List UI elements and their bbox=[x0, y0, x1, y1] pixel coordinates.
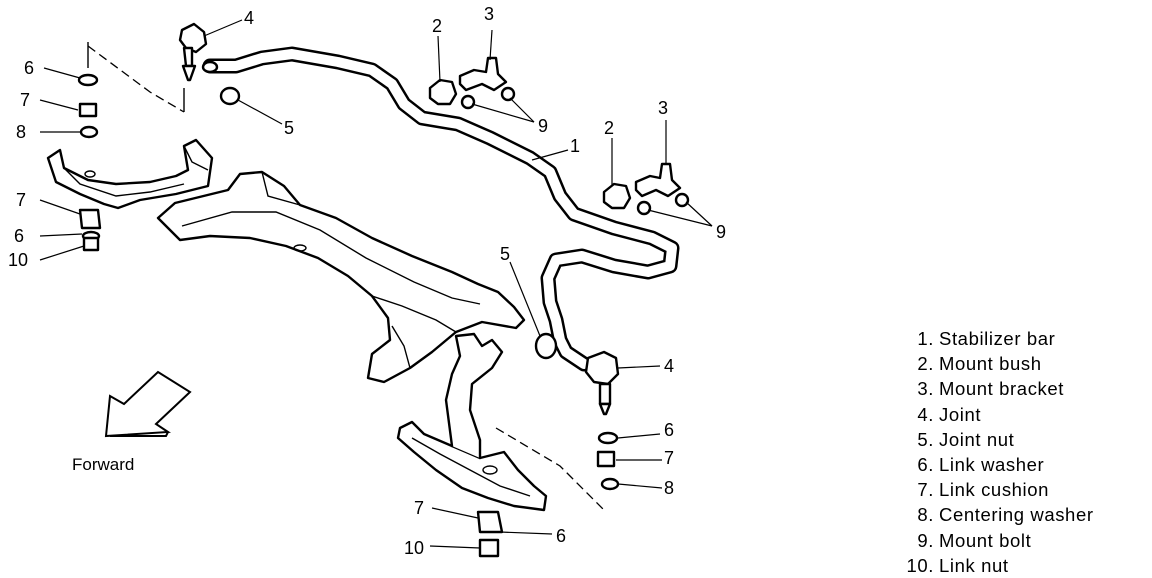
legend-label: Mount bush bbox=[939, 353, 1042, 375]
legend-label: Stabilizer bar bbox=[939, 328, 1056, 349]
callout-8: 8 bbox=[16, 122, 26, 142]
mount-bracket-left bbox=[458, 56, 516, 110]
legend-number: 9. bbox=[917, 529, 934, 551]
legend-item: 1.Stabilizer bar bbox=[898, 326, 1094, 351]
legend-label: Mount bolt bbox=[939, 529, 1032, 551]
legend-number: 4. bbox=[917, 403, 934, 425]
callout-6: 6 bbox=[556, 526, 566, 546]
callout-7: 7 bbox=[414, 498, 424, 518]
legend-number: 5. bbox=[917, 428, 934, 450]
legend-item: 7.Link cushion bbox=[898, 477, 1094, 502]
callout-2: 2 bbox=[604, 118, 614, 138]
legend-item: 9.Mount bolt bbox=[898, 528, 1094, 553]
legend-label: Joint nut bbox=[939, 428, 1015, 450]
legend-item: 10.Link nut bbox=[898, 553, 1094, 578]
left-lower-arm bbox=[46, 138, 214, 210]
legend-number: 7. bbox=[917, 479, 934, 501]
callout-4: 4 bbox=[244, 8, 254, 28]
legend-label: Centering washer bbox=[939, 504, 1094, 526]
crossmember bbox=[156, 170, 526, 384]
legend-item: 4.Joint bbox=[898, 402, 1094, 427]
callout-5: 5 bbox=[500, 244, 510, 264]
forward-label: Forward bbox=[72, 455, 134, 474]
legend-label: Link cushion bbox=[939, 479, 1050, 501]
left-link-parts bbox=[77, 22, 241, 252]
callout-10: 10 bbox=[404, 538, 424, 558]
legend-label: Link nut bbox=[939, 554, 1009, 576]
legend-item: 2.Mount bush bbox=[898, 351, 1094, 376]
forward-arrow bbox=[104, 370, 192, 438]
callout-6: 6 bbox=[24, 58, 34, 78]
callout-4: 4 bbox=[664, 356, 674, 376]
right-link-parts bbox=[476, 332, 620, 558]
callout-5: 5 bbox=[284, 118, 294, 138]
callout-7: 7 bbox=[20, 90, 30, 110]
mount-bush-right bbox=[602, 182, 632, 210]
legend-number: 6. bbox=[917, 454, 934, 476]
legend-item: 3.Mount bracket bbox=[898, 376, 1094, 401]
mount-bush-left bbox=[428, 78, 458, 106]
right-lower-arm bbox=[396, 332, 548, 512]
callout-2: 2 bbox=[432, 16, 442, 36]
leader-lines bbox=[39, 19, 713, 549]
legend-label: Mount bracket bbox=[939, 378, 1065, 400]
callout-3: 3 bbox=[658, 98, 668, 118]
callouts: 4 6 7 8 7 6 10 5 2 3 9 1 2 3 9 5 4 6 7 8… bbox=[8, 4, 726, 558]
callout-1: 1 bbox=[570, 136, 580, 156]
legend-label: Link washer bbox=[939, 454, 1045, 476]
legend-number: 2. bbox=[917, 353, 934, 375]
callout-9: 9 bbox=[538, 116, 548, 136]
mount-bracket-right bbox=[634, 162, 690, 216]
callout-7: 7 bbox=[16, 190, 26, 210]
callout-6: 6 bbox=[14, 226, 24, 246]
callout-10: 10 bbox=[8, 250, 28, 270]
callout-9: 9 bbox=[716, 222, 726, 242]
callout-7: 7 bbox=[664, 448, 674, 468]
legend-label: Joint bbox=[939, 403, 982, 425]
legend-number: 8. bbox=[917, 504, 934, 526]
callout-3: 3 bbox=[484, 4, 494, 24]
legend-number: 3. bbox=[917, 378, 934, 400]
callout-8: 8 bbox=[664, 478, 674, 498]
legend-item: 5.Joint nut bbox=[898, 427, 1094, 452]
legend-number: 10. bbox=[906, 554, 934, 576]
legend-number: 1. bbox=[917, 328, 934, 349]
legend-item: 6.Link washer bbox=[898, 452, 1094, 477]
callout-6: 6 bbox=[664, 420, 674, 440]
legend-item: 8.Centering washer bbox=[898, 502, 1094, 527]
stabilizer-bar bbox=[201, 46, 680, 372]
